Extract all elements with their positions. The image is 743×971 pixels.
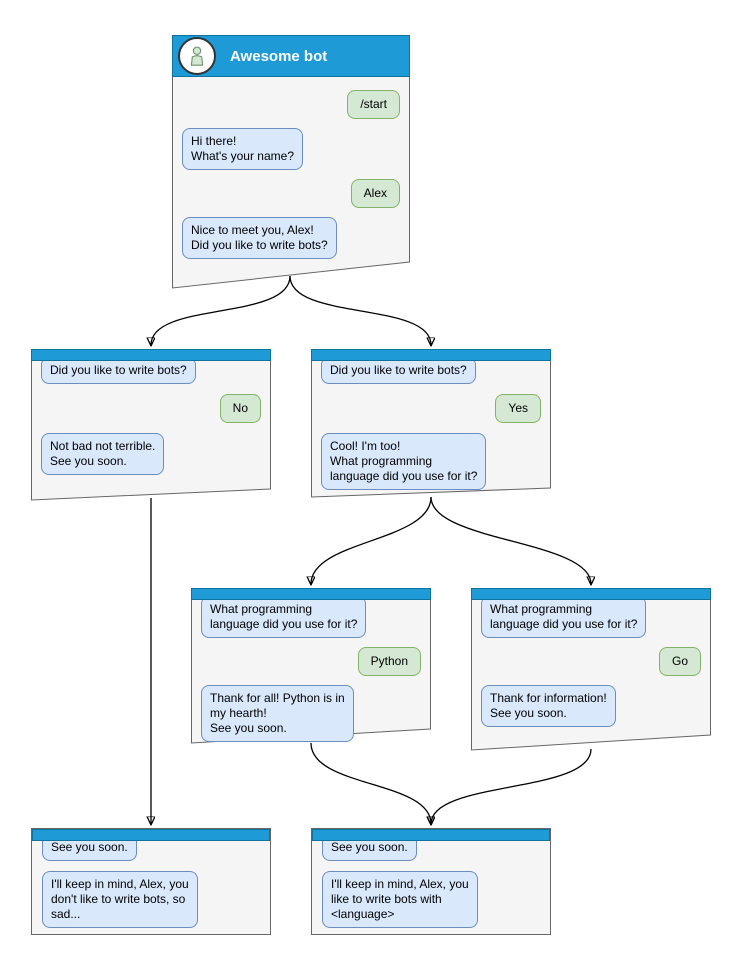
bot-message-bubble: Thank for all! Python is in my hearth! S… bbox=[201, 685, 354, 742]
user-message-bubble: No bbox=[219, 394, 261, 423]
window-header-bar bbox=[471, 588, 711, 600]
chat-window-branch-no: Did you like to write bots? No Not bad n… bbox=[31, 349, 271, 501]
bot-message-bubble: Did you like to write bots? bbox=[321, 357, 476, 384]
bot-message-bubble: Not bad not terrible. See you soon. bbox=[41, 433, 165, 475]
window-header-bar bbox=[31, 349, 271, 361]
user-message-bubble: Yes bbox=[495, 394, 541, 423]
user-message-bubble: Python bbox=[357, 647, 421, 676]
chat-window-branch-go: What programming language did you use fo… bbox=[471, 588, 711, 751]
user-message-bubble: /start bbox=[347, 90, 400, 119]
person-icon bbox=[190, 46, 204, 66]
bot-message-bubble: What programming language did you use fo… bbox=[481, 596, 647, 638]
window-header-bar: Awesome bot bbox=[172, 35, 410, 77]
window-header-bar bbox=[191, 588, 431, 600]
chat-window-main: Awesome bot /start Hi there! What's your… bbox=[172, 35, 410, 289]
bot-message-bubble: Cool! I'm too! What programming language… bbox=[321, 433, 487, 490]
chat-window-branch-python: What programming language did you use fo… bbox=[191, 588, 431, 744]
bot-message-bubble: Hi there! What's your name? bbox=[182, 128, 304, 170]
window-header-bar bbox=[311, 349, 551, 361]
edge-yes-to-python bbox=[311, 496, 432, 584]
edge-go-to-end bbox=[431, 748, 592, 824]
chat-window-branch-yes: Did you like to write bots? Yes Cool! I'… bbox=[311, 349, 551, 498]
bot-message-bubble: Thank for information! See you soon. bbox=[481, 685, 616, 727]
window-title: Awesome bot bbox=[230, 47, 328, 65]
chat-window-end-yes: See you soon. I'll keep in mind, Alex, y… bbox=[311, 828, 551, 935]
bot-message-bubble: I'll keep in mind, Alex, you like to wri… bbox=[322, 871, 478, 928]
window-header-bar bbox=[32, 829, 270, 841]
bot-message-bubble: Nice to meet you, Alex! Did you like to … bbox=[182, 217, 337, 259]
avatar bbox=[178, 37, 216, 75]
user-message-bubble: Alex bbox=[350, 179, 400, 208]
user-message-bubble: Go bbox=[658, 647, 701, 676]
edge-yes-to-go bbox=[430, 496, 591, 584]
window-header-bar bbox=[312, 829, 550, 841]
chat-window-end-no: See you soon. I'll keep in mind, Alex, y… bbox=[31, 828, 271, 935]
bot-message-bubble: I'll keep in mind, Alex, you don't like … bbox=[42, 871, 198, 928]
bot-message-bubble: Did you like to write bots? bbox=[41, 357, 196, 384]
bot-message-bubble: What programming language did you use fo… bbox=[201, 596, 367, 638]
edge-python-to-end bbox=[310, 742, 431, 824]
